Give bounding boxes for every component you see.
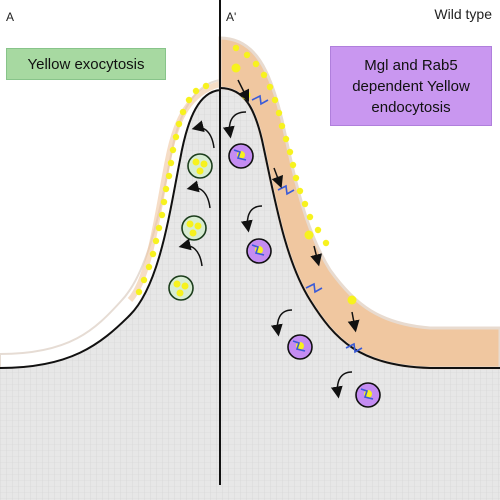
left-arrows (178, 120, 215, 267)
yellow-exocytosis-label: Yellow exocytosis (6, 48, 166, 80)
mgl-rab5-endocytosis-label: Mgl and Rab5 dependent Yellow endocytosi… (330, 46, 492, 126)
right-panel-drawing (218, 36, 500, 500)
purple-vesicle (355, 382, 381, 408)
purple-vesicle (287, 334, 313, 360)
exocytosis-arrow (186, 180, 211, 209)
purple-vesicle (228, 143, 254, 169)
wild-type-title: Wild type (434, 6, 492, 22)
left-cell-membrane (0, 89, 221, 369)
left-cell-body (0, 90, 220, 500)
right-cell-body (220, 88, 500, 500)
panel-label-a: A (6, 10, 15, 24)
right-curved-arrows (222, 111, 353, 399)
endocytosis-arrow (237, 79, 250, 103)
endocytic-mark (251, 94, 269, 106)
left-yellow-dots (135, 82, 210, 296)
green-vesicles (168, 153, 213, 301)
endocytosis-arrow (240, 205, 263, 233)
exocytosis-arrow (191, 120, 215, 149)
purple-vesicles (228, 143, 381, 408)
green-vesicle (187, 153, 213, 179)
right-cell-membrane (219, 87, 500, 369)
panel-label-a-prime: A' (226, 10, 237, 24)
endocytosis-arrow (310, 245, 323, 267)
endocytosis-arrow (271, 167, 283, 189)
purple-vesicle (246, 238, 272, 264)
right-down-arrows (237, 79, 360, 333)
exocytosis-arrow (178, 238, 203, 267)
endocytosis-arrow (330, 371, 353, 399)
left-thin-cuticle (127, 81, 221, 303)
endocytic-mark (345, 342, 363, 354)
endocytic-mark (305, 282, 323, 294)
endocytosis-arrow (347, 311, 360, 333)
endocytosis-arrow (270, 309, 293, 337)
green-vesicle (168, 275, 194, 301)
green-vesicle (181, 215, 207, 241)
endocytosis-arrow (222, 111, 247, 139)
